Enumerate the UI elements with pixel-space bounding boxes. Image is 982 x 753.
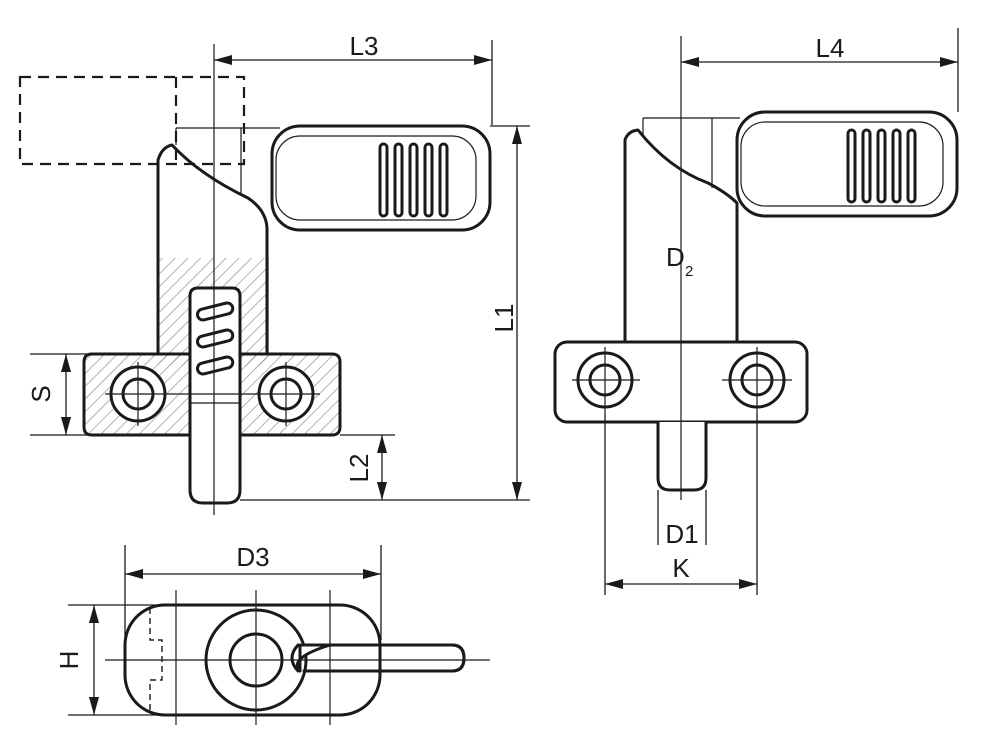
side-grip-ribs [846,128,917,204]
dimension-label-d2: D [666,242,685,272]
dimension-label-s: S [26,385,56,402]
top-view: D3 H [54,542,490,725]
dimension-label-l1: L1 [489,304,519,333]
handle-alternate-position-outline [18,75,246,166]
front-body-outline [156,143,269,356]
dimension-label-l4: L4 [816,33,845,63]
dimension-label-h: H [54,651,84,670]
front-flange [82,352,342,437]
front-grip-ribs [378,142,449,218]
dimension-label-d1: D1 [665,519,698,549]
dimension-label-d3: D3 [236,542,269,572]
dimension-label-l3: L3 [350,31,379,61]
side-view: D 2 L4 D1 K [553,28,959,595]
front-plunger [188,286,242,505]
dimension-label-d2-subscript: 2 [685,263,693,280]
dimension-label-l2: L2 [344,454,374,483]
spring-coils [195,301,235,376]
dimension-label-k: K [672,553,690,583]
front-view: L3 L1 L2 S [18,31,530,515]
side-pin [656,420,708,492]
side-body-outline [623,128,739,344]
